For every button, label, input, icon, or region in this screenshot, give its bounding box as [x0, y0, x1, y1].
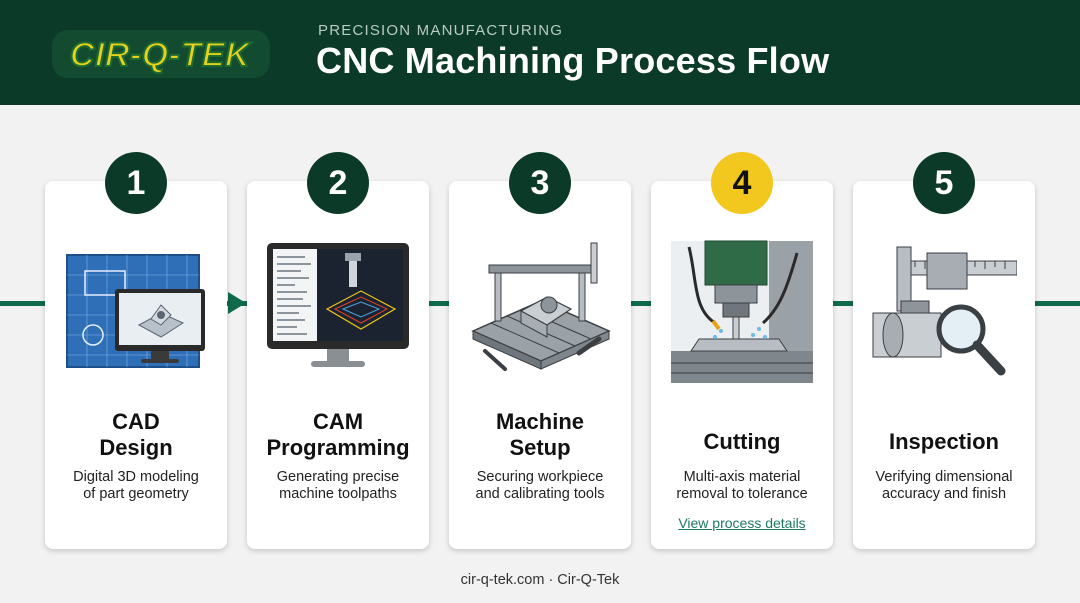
step-desc-line1: Verifying dimensional [875, 469, 1013, 485]
step-desc-line1: Digital 3D modeling [73, 469, 199, 485]
step-desc-line2: of part geometry [83, 486, 189, 502]
page-title: CNC Machining Process Flow [316, 40, 830, 81]
step-desc-line2: accuracy and finish [881, 486, 1007, 502]
step-badge-1: 1 [105, 152, 167, 214]
step-card-cam-programming: CAM Programming Generating precise machi… [247, 181, 429, 549]
milling-spindle-icon [671, 240, 813, 383]
step-description: Securing workpiece and calibrating tools [457, 469, 623, 503]
step-title-line2: Setup [509, 435, 571, 460]
step-desc-line1: Multi-axis material [683, 469, 801, 485]
cir-q-tek-logo: CIR-Q-TEK [52, 30, 270, 78]
header: CIR-Q-TEK PRECISION MANUFACTURING CNC Ma… [0, 0, 1080, 105]
step-description: Digital 3D modeling of part geometry [53, 469, 219, 503]
step-desc-line1: Generating precise [276, 469, 400, 485]
step-card-inspection: Inspection Verifying dimensional accurac… [853, 181, 1035, 549]
cam-gcode-monitor-icon [267, 243, 409, 367]
step-title: Inspection [888, 429, 999, 454]
step-desc-line2: and calibrating tools [475, 486, 605, 502]
svg-text:CIR-Q-TEK: CIR-Q-TEK [70, 36, 252, 74]
step-card-cutting: Cutting Multi-axis material removal to t… [651, 181, 833, 549]
step-badge-3: 3 [509, 152, 571, 214]
vise-setup-icon [471, 242, 611, 371]
view-process-details-link[interactable]: View process details [678, 515, 806, 531]
step-title-line1: Machine [495, 409, 585, 434]
flow-arrow-icon [228, 292, 246, 314]
step-title-line1: CAD [112, 409, 160, 434]
step-title-line2: Programming [266, 435, 410, 460]
step-card-machine-setup: Machine Setup Securing workpiece and cal… [449, 181, 631, 549]
step-title-line1: CAM [312, 409, 364, 434]
step-badge-2: 2 [307, 152, 369, 214]
cad-blueprint-monitor-icon [66, 254, 205, 368]
step-desc-line2: removal to tolerance [676, 486, 808, 502]
step-desc-line1: Securing workpiece [476, 469, 604, 485]
step-desc-line2: machine toolpaths [279, 486, 397, 502]
footer-credit: cir-q-tek.com · Cir-Q-Tek [460, 572, 620, 588]
header-kicker: PRECISION MANUFACTURING [318, 22, 564, 39]
step-description: Verifying dimensional accuracy and finis… [861, 469, 1027, 503]
caliper-magnifier-icon [872, 246, 1017, 376]
step-card-cad-design: CAD Design Digital 3D modeling of part g… [45, 181, 227, 549]
step-title: Cutting [703, 429, 781, 454]
step-badge-5: 5 [913, 152, 975, 214]
step-title-line2: Design [99, 435, 173, 460]
step-description: Generating precise machine toolpaths [255, 469, 421, 503]
step-badge-4: 4 [711, 152, 773, 214]
step-description: Multi-axis material removal to tolerance [659, 469, 825, 503]
